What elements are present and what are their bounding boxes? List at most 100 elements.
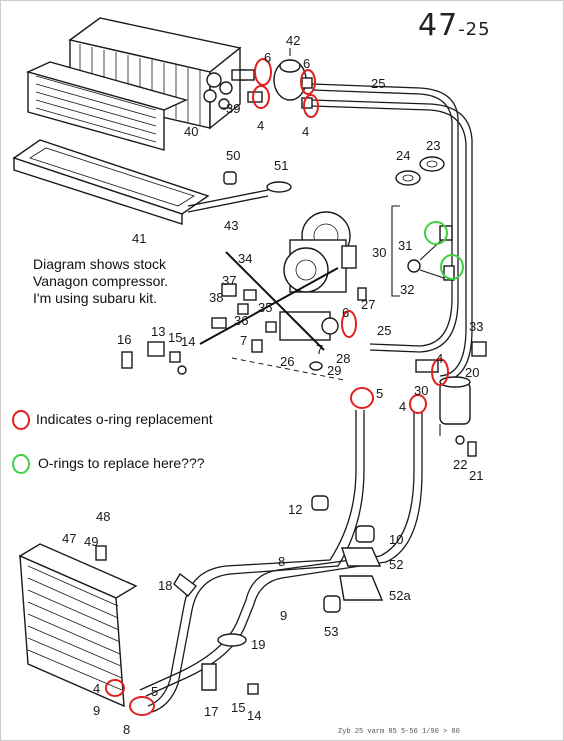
oring-question-mark-upper <box>424 221 448 245</box>
part-label: 4 <box>93 681 100 696</box>
part-label: 22 <box>453 457 467 472</box>
grommets <box>395 156 445 186</box>
part-label: 4 <box>399 399 406 414</box>
oring-mark-condenser-5 <box>129 696 155 716</box>
note-line: Diagram shows stock <box>33 256 167 272</box>
part-label: 52 <box>389 557 403 572</box>
part-label: 34 <box>238 251 252 266</box>
oring-mark-top-right <box>300 69 316 95</box>
part-label: 5 <box>151 684 158 699</box>
part-label: 6 <box>342 305 349 320</box>
part-label: 8 <box>278 554 285 569</box>
part-label: 25 <box>371 76 385 91</box>
pressure-valve <box>239 48 313 109</box>
part-label: 39 <box>226 101 240 116</box>
part-label: 24 <box>396 148 410 163</box>
oring-question-mark-lower <box>440 254 464 280</box>
part-label: 17 <box>204 704 218 719</box>
part-label: 38 <box>209 290 223 305</box>
part-label: 29 <box>327 363 341 378</box>
stock-compressor-note: Diagram shows stock Vanagon compressor. … <box>33 256 168 307</box>
note-line: Vanagon compressor. <box>33 273 169 289</box>
part-label: 20 <box>465 365 479 380</box>
part-label: 4 <box>302 124 309 139</box>
part-label: 48 <box>96 509 110 524</box>
page-number-main: 47 <box>418 8 459 43</box>
drain-hose <box>187 171 292 213</box>
red-oring-marks <box>12 58 449 716</box>
note-line: I'm using subaru kit. <box>33 290 158 306</box>
part-label: 32 <box>400 282 414 297</box>
part-label: 6 <box>303 56 310 71</box>
part-label: 14 <box>181 334 195 349</box>
part-label: 40 <box>184 124 198 139</box>
part-label: 7 <box>240 333 247 348</box>
part-label: 27 <box>361 297 375 312</box>
part-label: 15 <box>231 700 245 715</box>
part-label: 36 <box>234 313 248 328</box>
oring-mark-compressor <box>341 310 357 338</box>
part-label: 52a <box>389 588 411 603</box>
hoses-to-condenser <box>139 410 423 713</box>
oring-mark-condenser-4 <box>105 679 125 697</box>
part-label: 21 <box>469 468 483 483</box>
part-label: 14 <box>247 708 261 723</box>
part-label: 42 <box>286 33 300 48</box>
part-label: 30 <box>414 383 428 398</box>
refrigerant-lines <box>311 83 473 383</box>
receiver-drier <box>415 341 487 457</box>
part-label: 47 <box>62 531 76 546</box>
part-label: 6 <box>264 50 271 65</box>
part-label: 49 <box>84 534 98 549</box>
part-label: 8 <box>123 722 130 737</box>
part-label: 31 <box>398 238 412 253</box>
oring-mark-line-4 <box>409 394 427 414</box>
part-label: 16 <box>117 332 131 347</box>
oring-mark-top-left <box>254 58 272 86</box>
part-label: 12 <box>288 502 302 517</box>
part-number-labels: 6 42 6 4 4 39 40 25 23 24 50 51 43 41 31… <box>62 33 483 737</box>
part-label: 35 <box>258 300 272 315</box>
part-label: 23 <box>426 138 440 153</box>
oring-mark-line-5 <box>350 387 374 409</box>
oring-mark-top-right-low <box>303 94 319 118</box>
part-label: 18 <box>158 578 172 593</box>
green-oring-marks <box>12 221 464 474</box>
part-label: 19 <box>251 637 265 652</box>
compressor <box>279 211 357 341</box>
drip-tray <box>12 139 210 225</box>
part-label: 53 <box>324 624 338 639</box>
condenser <box>18 543 138 708</box>
legend-green-ring <box>12 454 30 474</box>
part-label: 4 <box>257 118 264 133</box>
part-label: 28 <box>336 351 350 366</box>
page-number-suffix: -25 <box>458 19 491 40</box>
part-label: 33 <box>469 319 483 334</box>
footer-code: Zyb 25 varm 85 5-56 1/90 > 80 <box>338 728 460 736</box>
legend-red-text: Indicates o-ring replacement <box>36 411 213 427</box>
part-label: 51 <box>274 158 288 173</box>
legend-green-text: O-rings to replace here??? <box>38 455 205 471</box>
hose-clamps <box>173 495 384 695</box>
small-fittings-left <box>121 341 187 375</box>
part-label: 13 <box>151 324 165 339</box>
evaporator-core <box>25 61 189 151</box>
part-label: 15 <box>168 330 182 345</box>
part-label: 4 <box>436 351 443 366</box>
oring-mark-top-left-low <box>252 85 270 109</box>
part-label: 26 <box>280 354 294 369</box>
part-label: 10 <box>389 532 403 547</box>
part-label: 9 <box>280 608 287 623</box>
part-label: 41 <box>132 231 146 246</box>
part-label: 25 <box>377 323 391 338</box>
page-number: 47-25 <box>418 8 491 43</box>
part-label: 30 <box>372 245 386 260</box>
part-label: 7 <box>316 342 323 357</box>
part-label: 43 <box>224 218 238 233</box>
part-label: 37 <box>222 273 236 288</box>
cross-out-lines <box>199 251 339 351</box>
part-label: 5 <box>376 386 383 401</box>
oring-mark-drier-top <box>431 358 449 386</box>
part-label: 9 <box>93 703 100 718</box>
